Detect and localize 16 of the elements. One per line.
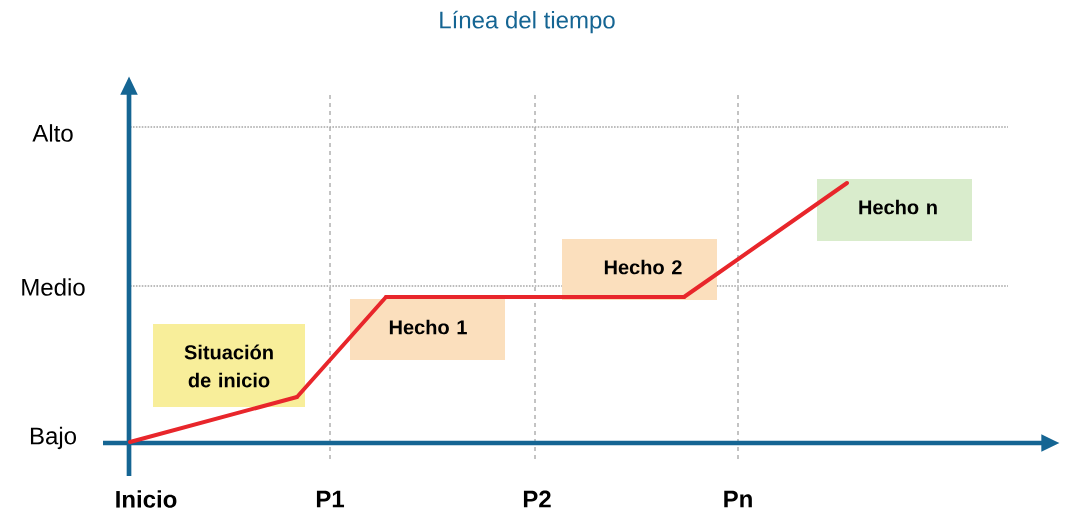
event-box: Hecho n [817,179,972,241]
event-box: Hecho 2 [562,239,717,300]
event-box: Hecho 1 [350,299,505,360]
trend-line [384,295,686,299]
axis-label: Pn [724,490,752,508]
event-box: Situación de inicio [153,324,305,407]
axis-label: Alto [32,124,73,142]
trend-line [295,295,388,399]
axis-label: P1 [316,490,345,508]
title: Línea del tiempo [440,10,615,34]
trend-line [682,181,849,299]
axis-label: P2 [523,490,551,508]
axis-label: Medio [22,278,85,296]
trend-line [128,395,299,444]
axis-label: Inicio [116,490,177,508]
axis-label: Bajo [30,426,76,450]
